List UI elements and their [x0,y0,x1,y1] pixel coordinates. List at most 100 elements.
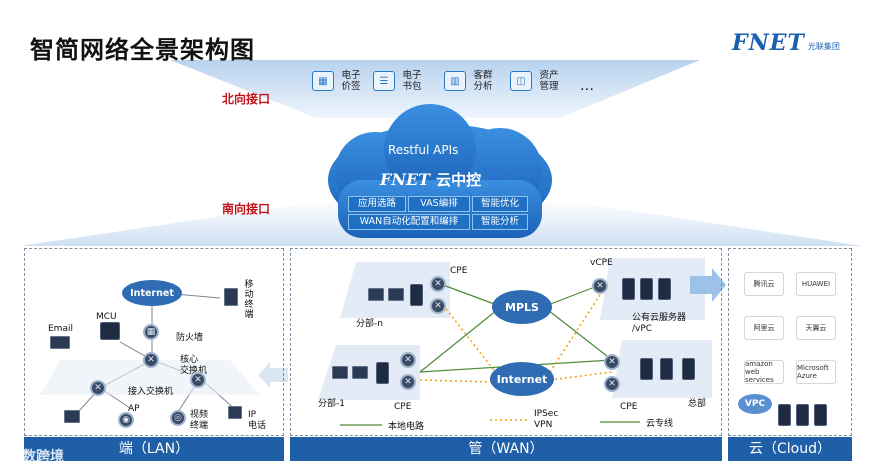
app-label: 电子书包 [402,70,422,92]
asset-icon: ◫ [510,71,532,91]
page-title: 智简网络全景架构图 [30,36,255,64]
azure-logo: Microsoft Azure [796,360,836,384]
branch-n-pc-1 [368,288,384,301]
public-cloud-server-1 [622,278,635,300]
core-switch-label: 核心 交换机 [180,355,208,376]
app-asset: ◫ 资产管理 [510,70,562,92]
north-interface-label: 北向接口 [222,92,271,106]
wan-region [290,248,722,436]
cpe-hq-router-1: ✕ [604,354,620,370]
provider-label: HUAWEI [801,280,831,288]
branch-1-plate [318,345,420,400]
cpe-bottom-label: CPE [394,402,412,412]
app-ebook: ☰ 电子书包 [373,70,425,92]
cpe-top-router-1: ✕ [430,276,446,292]
controller-brand-logo: FNET [380,170,431,189]
cloud-region [728,248,852,436]
core-switch-icon: ✕ [143,352,159,368]
wan-bar: 管（WAN） [290,437,722,461]
hq-server-3 [682,358,695,380]
cpe-bottom-router-2: ✕ [400,374,416,390]
cloud-line-legend: 云专线 [646,419,674,429]
arrow-to-cloud [690,268,726,302]
access-switch-label: 接入交换机 [128,387,174,397]
public-cloud-server-3 [658,278,671,300]
vpc-server-1 [778,404,791,426]
tianyi-cloud-logo: 天翼云 [796,316,836,340]
email-label: Email [48,324,73,334]
email-icon [50,336,70,349]
vpc-server-2 [796,404,809,426]
tencent-cloud-logo: 腾讯云 [744,272,784,296]
huawei-cloud-logo: HUAWEI [796,272,836,296]
cpe-hq-router-2: ✕ [604,376,620,392]
vpc-server-3 [814,404,827,426]
app-label: 电子价签 [341,70,361,92]
branch-1-pc-1 [332,366,348,379]
branch-1-label: 分部-1 [318,399,345,409]
provider-label: 天翼云 [805,324,827,332]
mpls-cloud: MPLS [492,290,552,324]
price-tag-icon: ▦ [312,71,334,91]
mobile-terminal-label: 移动终端 [244,280,254,320]
vpc-cloud: VPC [738,394,772,414]
provider-label: amazon web services [745,360,774,384]
branch-1-server [376,362,389,384]
analytics-icon: ▥ [444,71,466,91]
cpe-top-router-2: ✕ [430,298,446,314]
feature-analytics: 智能分析 [472,214,528,230]
watermark: 大数跨境 [8,449,64,465]
video-terminal-icon: ◎ [170,410,186,426]
arrow-to-lan [258,362,288,388]
access-switch-left-icon: ✕ [90,380,106,396]
vcpe-router: ✕ [592,278,608,294]
mcu-device [100,322,120,340]
branch-n-label: 分部-n [356,319,383,329]
hq-server-1 [640,358,653,380]
ebook-icon: ☰ [373,71,395,91]
aliyun-logo: 阿里云 [744,316,784,340]
branch-1-pc-2 [352,366,368,379]
feature-wan-automation: WAN自动化配置和编排 [348,214,470,230]
ap-label: AP [128,404,140,414]
vcpe-label: vCPE [590,258,613,268]
lan-pc-icon [64,410,80,423]
restful-api-label: Restful APIs [388,143,459,157]
lan-region [24,248,284,436]
app-analytics: ▥ 客群分析 [444,70,496,92]
hq-label: 总部 [688,399,707,409]
cpe-bottom-router-1: ✕ [400,352,416,368]
cpe-hq-label: CPE [620,402,638,412]
wan-dotted-links [419,294,613,383]
public-cloud-label: 公有云服务器 /vPC [632,313,687,334]
lan-internet-cloud: Internet [122,280,182,306]
company-logo: FNET 光联集团 [732,30,840,56]
branch-n-pc-2 [388,288,404,301]
apps-more: … [580,78,594,94]
wan-solid-links [419,284,613,373]
ap-icon: ◉ [118,412,134,428]
lan-bar: 端（LAN） [24,437,284,461]
provider-label: Microsoft Azure [797,364,829,380]
access-switch-right-icon: ✕ [190,372,206,388]
branch-n-server [410,284,423,306]
logo-subtitle: 光联集团 [807,42,840,51]
controller-brand-name: 云中控 [436,171,482,189]
aws-logo: amazon web services [744,360,784,384]
north-band [170,60,700,118]
logo-text: FNET [732,30,805,56]
south-interface-label: 南向接口 [222,202,271,216]
controller-brand: FNET 云中控 [380,169,481,190]
hq-server-2 [660,358,673,380]
provider-label: 腾讯云 [753,280,775,288]
cpe-top-label: CPE [450,266,468,276]
mobile-terminal-icon [224,288,238,306]
video-terminal-label: 视频 终端 [190,410,209,431]
wan-internet-cloud: Internet [490,362,554,396]
mcu-label: MCU [96,312,117,322]
app-label: 资产管理 [539,70,559,92]
feature-app-routing: 应用选路 [348,196,406,212]
firewall-icon: ▦ [143,324,159,340]
app-label: 客群分析 [473,70,493,92]
cloud-bar: 云（Cloud） [728,437,852,461]
